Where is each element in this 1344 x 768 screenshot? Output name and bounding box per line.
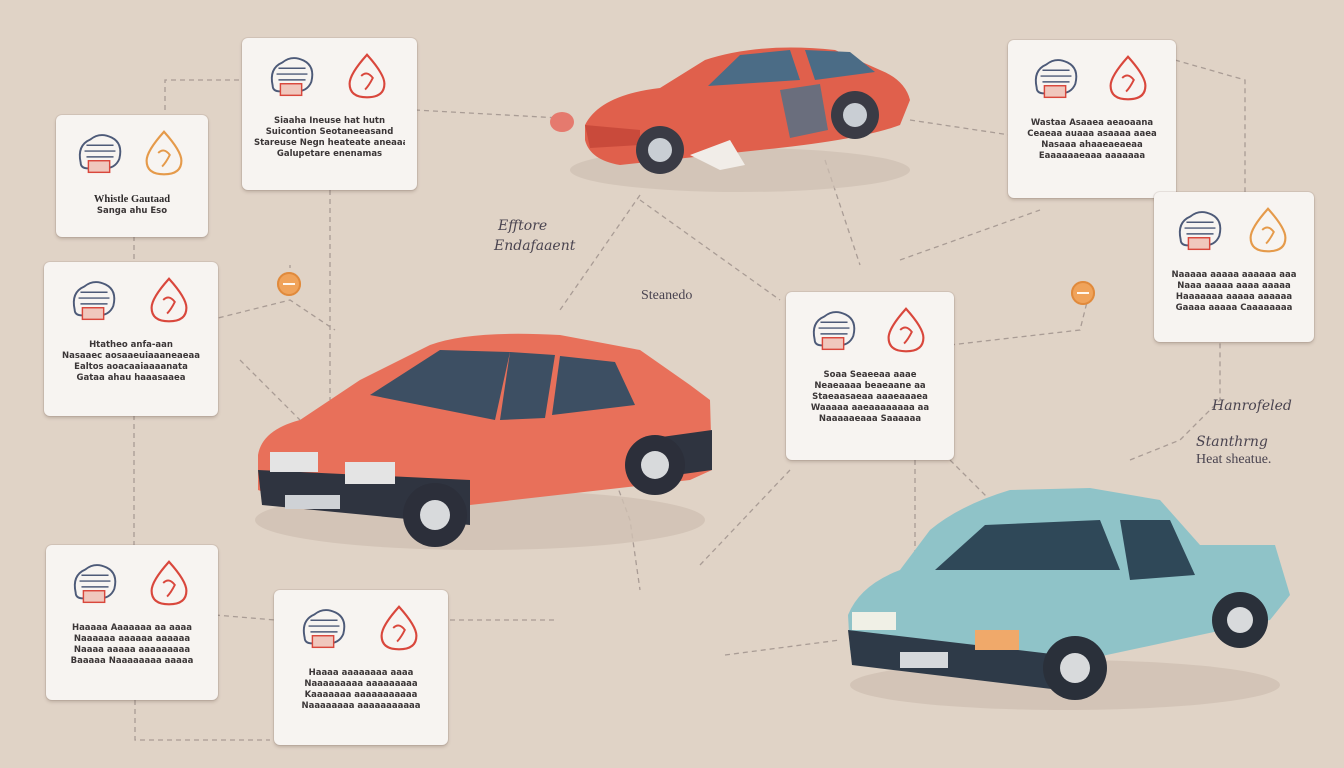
engine-icon	[805, 301, 863, 364]
engine-icon	[1171, 201, 1229, 264]
info-card: Wastaa Asaaea aeaoaana Ceaeaa auaaa asaa…	[1008, 40, 1176, 198]
card-text-line: Soaa Seaeeaa aaae	[823, 370, 917, 380]
engine-icon	[1027, 49, 1085, 112]
card-text-line: Galupetare enenamas	[276, 149, 383, 159]
floating-label: Efftore	[498, 218, 548, 234]
card-text-line: Naaaa aaaaa aaaaaaaaa	[73, 645, 191, 655]
card-text-line: Waaaaa aaeaaaaaaaa aa	[810, 403, 930, 413]
engine-icon	[295, 599, 353, 662]
floating-label: Stanthrng	[1196, 434, 1268, 450]
card-text-line: Naaaaaaaaa aaaaaaaaa	[304, 679, 418, 689]
info-card: Whistle Gautaad Sanga ahu Eso	[56, 115, 208, 237]
floating-label: Heat sheatue.	[1196, 452, 1272, 467]
info-card: Soaa Seaeeaa aaae Neaeaaaa beaeaane aa S…	[786, 292, 954, 460]
card-text-line: Naaaaaeaaa Saaaaaa	[818, 414, 922, 424]
card-text-line: Gaaaa aaaaa Caaaaaaaa	[1175, 303, 1293, 313]
card-text-line: Naaaaaa aaaaaa aaaaaa	[73, 634, 191, 644]
card-text-line: Ceaeaa auaaa asaaaa aaea	[1027, 129, 1157, 139]
card-text-line: Kaaaaaaa aaaaaaaaaaa	[304, 690, 418, 700]
alert-drop-icon	[877, 301, 935, 364]
card-text-line: Whistle Gautaad	[93, 194, 171, 205]
card-text-line: Htatheo anfa-aan	[89, 340, 173, 350]
card-text-line: Haaaa aaaaaaaa aaaa	[308, 668, 414, 678]
alert-drop-icon	[338, 47, 396, 110]
sports-car-icon	[550, 47, 910, 192]
card-text-line: Naaaaaaaa aaaaaaaaaaa	[301, 701, 421, 711]
floating-label: Endafaaent	[494, 238, 576, 254]
card-text-line: Sanga ahu Eso	[96, 206, 168, 216]
floating-label: Hanrofeled	[1212, 398, 1292, 414]
card-text-line: Naaaaa aaaaa aaaaaa aaa	[1171, 270, 1297, 280]
card-text-line: Stareuse Negn heateate aneaaa	[254, 138, 405, 148]
connector-dot	[277, 272, 301, 296]
connector-dot	[1071, 281, 1095, 305]
card-text-line: Gataa ahau haaasaaea	[76, 373, 186, 383]
info-card: Haaaaa Aaaaaaa aa aaaa Naaaaaa aaaaaa aa…	[46, 545, 218, 700]
alert-drop-icon	[370, 599, 428, 662]
sedan-car-icon	[255, 333, 712, 550]
card-text-line: Naaa aaaaa aaaa aaaaa	[1177, 281, 1291, 291]
card-text-line: Ealtos aoacaaiaaaanata	[74, 362, 188, 372]
alert-drop-icon	[135, 124, 193, 187]
alert-drop-icon	[140, 271, 198, 334]
teal-car-icon	[848, 488, 1290, 710]
engine-icon	[66, 554, 124, 617]
card-text-line: Eaaaaaaeaaa aaaaaaa	[1038, 151, 1146, 161]
info-card: Htatheo anfa-aan Nasaaec aosaaeuiaaaneae…	[44, 262, 218, 416]
floating-label: Steanedo	[641, 288, 693, 303]
card-text-line: Neaeaaaa beaeaane aa	[814, 381, 926, 391]
info-card: Haaaa aaaaaaaa aaaa Naaaaaaaaa aaaaaaaaa…	[274, 590, 448, 745]
alert-drop-icon	[140, 554, 198, 617]
engine-icon	[65, 271, 123, 334]
info-card: Siaaha Ineuse hat hutn Suicontion Seotan…	[242, 38, 417, 190]
card-text-line: Nasaaa ahaaeaeaeaa	[1041, 140, 1143, 150]
card-text-line: Suicontion Seotaneeasand	[265, 127, 394, 137]
alert-drop-icon	[1099, 49, 1157, 112]
engine-icon	[263, 47, 321, 110]
engine-icon	[71, 124, 129, 187]
alert-drop-icon	[1239, 201, 1297, 264]
card-text-line: Wastaa Asaaea aeaoaana	[1030, 118, 1154, 128]
card-text-line: Staeaasaeaa aaaeaaaea	[812, 392, 928, 402]
card-text-line: Siaaha Ineuse hat hutn	[273, 116, 386, 126]
card-text-line: Nasaaec aosaaeuiaaaneaeaa	[62, 351, 200, 361]
card-text-line: Haaaaaaa aaaaa aaaaaa	[1175, 292, 1293, 302]
card-text-line: Haaaaa Aaaaaaa aa aaaa	[71, 623, 193, 633]
card-text-line: Baaaaa Naaaaaaaa aaaaa	[70, 656, 194, 666]
info-card: Naaaaa aaaaa aaaaaa aaa Naaa aaaaa aaaa …	[1154, 192, 1314, 342]
